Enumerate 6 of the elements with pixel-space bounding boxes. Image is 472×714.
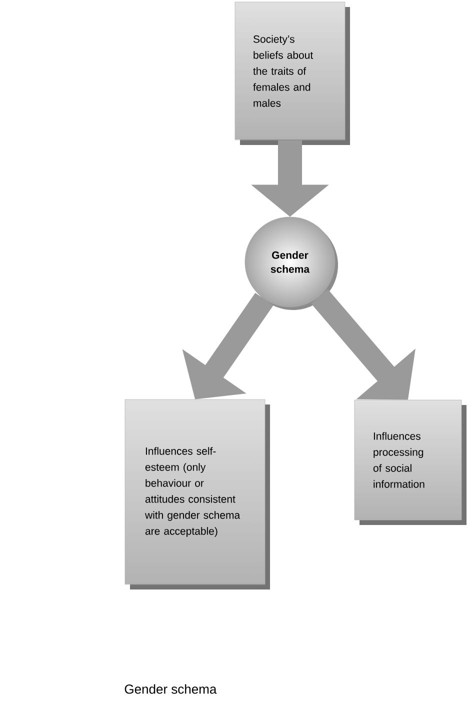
process-box: Influences processing of social information bbox=[354, 400, 466, 525]
caption: Gender schema bbox=[124, 684, 217, 694]
circle-node: Gender schema bbox=[244, 216, 338, 310]
process-box: Society’s beliefs about the traits of females and males bbox=[234, 2, 350, 145]
block-arrow bbox=[311, 289, 416, 400]
process-box: Influences self-esteem (only behaviour or attitudes consistent with gender schema are acceptable) bbox=[124, 399, 270, 590]
